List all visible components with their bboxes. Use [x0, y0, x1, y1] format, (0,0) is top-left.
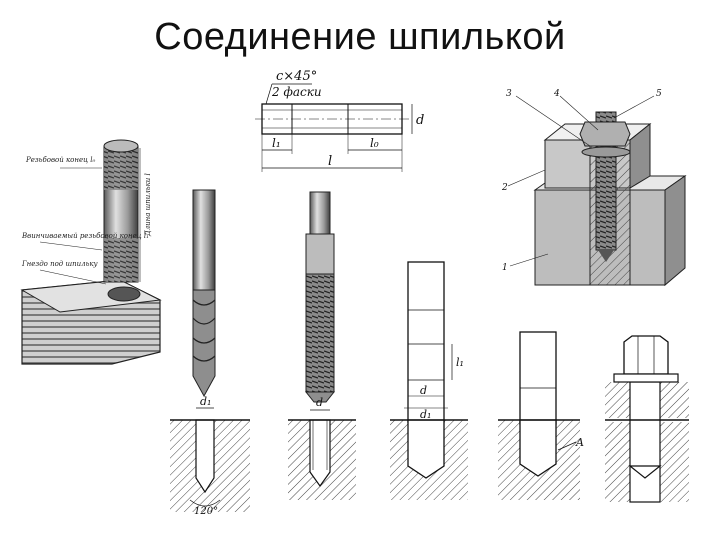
drill-bit	[192, 189, 216, 398]
dim-l0-label: l₀	[370, 136, 379, 150]
drill-dim-label: d₁	[200, 395, 211, 408]
tap-dim-label: d	[316, 396, 323, 409]
label-stud-length: Длина шпильки l	[144, 173, 152, 237]
callout-4: 4	[553, 89, 560, 99]
callout-1: 1	[502, 263, 508, 273]
label-threaded-end: Резьбовой конец l₀	[25, 156, 95, 164]
drill-angle-label: 120°	[194, 506, 218, 517]
slide-title: Соединение шпилькой	[154, 16, 566, 58]
stud-d-label: d	[420, 384, 427, 397]
label-screw-end: Ввинчиваемый резьбовой конец l₁	[21, 232, 149, 240]
section-tapped-hole	[288, 409, 356, 500]
section-drilled-hole	[170, 407, 250, 512]
callout-2: 2	[501, 183, 508, 193]
stud-photo	[20, 139, 162, 365]
chamfer-count: 2 фаски	[271, 85, 322, 99]
section-stud-part-a	[498, 331, 580, 500]
dim-l-label: l	[328, 154, 332, 169]
callout-5: 5	[656, 89, 662, 99]
chamfer-note: c×45°	[276, 69, 317, 84]
tap-tool	[304, 191, 336, 403]
section-stud-installed	[390, 261, 468, 500]
callout-a-label: A	[575, 436, 584, 449]
callout-3: 3	[506, 89, 512, 99]
label-stud-nest: Гнездо под шпильку	[21, 260, 99, 268]
section-stud-with-nut	[605, 335, 689, 503]
dim-d-label: d	[416, 113, 424, 128]
stud-d1-label: d₁	[420, 408, 431, 421]
assembly-cutaway	[507, 95, 687, 287]
stud-l1-label: l₁	[456, 356, 464, 369]
dim-l1-label: l₁	[272, 136, 281, 150]
stud-drawing	[255, 83, 413, 172]
